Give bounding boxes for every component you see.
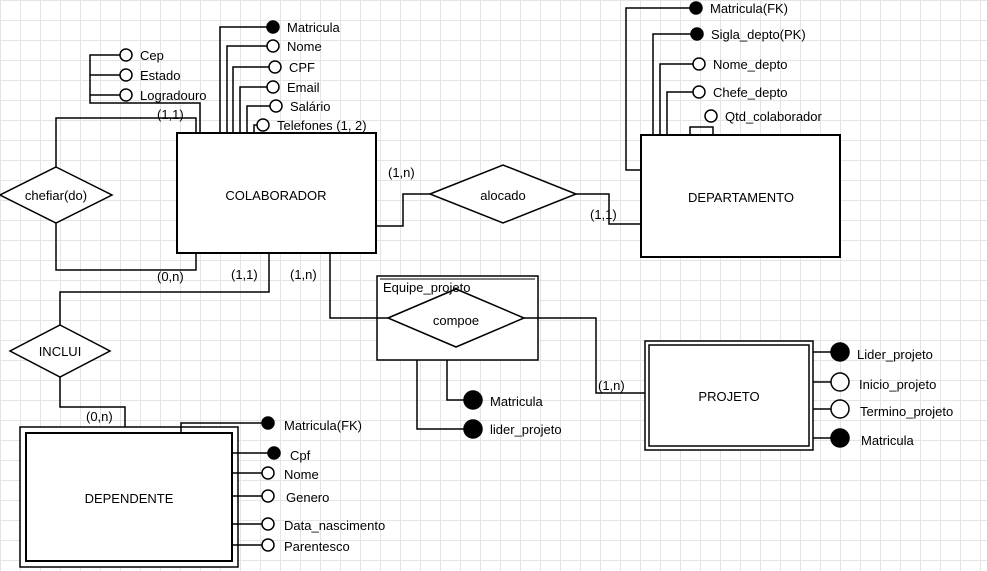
key-attribute-circle (463, 390, 483, 410)
dependente-entity-inner (25, 432, 233, 562)
attribute-label: Cpf (290, 448, 311, 463)
attr-connector (625, 7, 690, 171)
attribute-circle (704, 109, 718, 123)
key-attribute-circle (689, 1, 703, 15)
attribute-label: lider_projeto (490, 422, 562, 437)
attribute-label: Telefones (1, 2) (277, 118, 367, 133)
attribute-circle (261, 517, 275, 531)
attribute-label: Data_nascimento (284, 518, 385, 533)
attribute-circle (830, 372, 850, 392)
attribute-circle (830, 399, 850, 419)
cardinality-label: (1,1) (231, 267, 258, 282)
projeto-label: PROJETO (698, 389, 759, 404)
attribute-label: Chefe_depto (713, 85, 787, 100)
inclui-label: INCLUI (39, 344, 82, 359)
key-attribute-circle (690, 27, 704, 41)
attr-connector (666, 91, 693, 135)
attribute-circle (692, 85, 706, 99)
attribute-circle (266, 80, 280, 94)
projeto-entity-inner (648, 344, 810, 447)
attribute-label: Cep (140, 48, 164, 63)
cardinality-label: (1,n) (290, 267, 317, 282)
attribute-label: Genero (286, 490, 329, 505)
attribute-label: Logradouro (140, 88, 207, 103)
attribute-circle (261, 538, 275, 552)
attribute-label: Matricula(FK) (284, 418, 362, 433)
colaborador-label: COLABORADOR (225, 188, 326, 203)
attribute-label: Sigla_depto(PK) (711, 27, 806, 42)
attr-connector (652, 33, 692, 135)
cardinality-label: (1,1) (157, 107, 184, 122)
key-attribute-circle (266, 20, 280, 34)
colaborador-entity[interactable] (176, 132, 377, 254)
attribute-circle (261, 466, 275, 480)
attr-connector (180, 422, 262, 433)
key-attribute-circle (830, 342, 850, 362)
attr-connector (246, 105, 270, 133)
cardinality-label: (1,1) (590, 207, 617, 222)
attribute-circle (119, 68, 133, 82)
attribute-label: Nome (287, 39, 322, 54)
attribute-label: CPF (289, 60, 315, 75)
chefiar-label: chefiar(do) (25, 188, 87, 203)
departamento-entity[interactable] (640, 134, 841, 258)
attr-connector (416, 360, 465, 430)
attr-connector (239, 86, 268, 133)
attribute-circle (261, 489, 275, 503)
attribute-label: Lider_projeto (857, 347, 933, 362)
attribute-circle (266, 39, 280, 53)
key-attribute-circle (261, 416, 275, 430)
dependente-label: DEPENDENTE (85, 491, 174, 506)
attribute-label: Matricula (287, 20, 341, 35)
attr-connector (659, 63, 693, 135)
attribute-label: Termino_projeto (860, 404, 953, 419)
attribute-label: Matricula (490, 394, 544, 409)
chefiar-relationship[interactable] (0, 166, 114, 224)
attr-connector (89, 54, 201, 133)
cardinality-label: (0,n) (86, 409, 113, 424)
key-attribute-circle (463, 419, 483, 439)
relationship-line (59, 377, 126, 427)
departamento-label: DEPARTAMENTO (688, 190, 794, 205)
relationship-line (576, 193, 641, 225)
attribute-circle (268, 60, 282, 74)
attribute-label: Matricula(FK) (710, 1, 788, 16)
attribute-label: Matricula (861, 433, 915, 448)
relationship-line (376, 193, 430, 227)
attribute-circle (119, 48, 133, 62)
cardinality-label: (1,n) (598, 378, 625, 393)
alocado-relationship[interactable] (427, 164, 579, 224)
attribute-label: Qtd_colaborador (725, 109, 823, 124)
attr-connector (689, 126, 714, 135)
attribute-circle (692, 57, 706, 71)
cardinality-label: (0,n) (157, 269, 184, 284)
equipe-projeto-label: Equipe_projeto (383, 280, 470, 295)
attr-connector (226, 45, 268, 133)
relationship-line (59, 253, 270, 325)
attr-connector (219, 26, 268, 133)
attribute-label: Parentesco (284, 539, 350, 554)
attribute-circle (269, 99, 283, 113)
attribute-label: Nome (284, 467, 319, 482)
relationship-line (55, 117, 197, 167)
attribute-circle (256, 118, 270, 132)
alocado-label: alocado (480, 188, 526, 203)
attr-connector (446, 360, 465, 401)
attribute-label: Estado (140, 68, 180, 83)
attribute-label: Inicio_projeto (859, 377, 936, 392)
attribute-label: Nome_depto (713, 57, 787, 72)
relationship-line (524, 317, 645, 394)
attribute-circle (119, 88, 133, 102)
compoe-label: compoe (433, 313, 479, 328)
key-attribute-circle (267, 446, 281, 460)
relationship-line (329, 253, 388, 319)
attribute-label: Salário (290, 99, 330, 114)
relationship-line (55, 223, 197, 271)
cardinality-label: (1,n) (388, 165, 415, 180)
key-attribute-circle (830, 428, 850, 448)
attr-connector (232, 66, 270, 133)
attribute-label: Email (287, 80, 320, 95)
